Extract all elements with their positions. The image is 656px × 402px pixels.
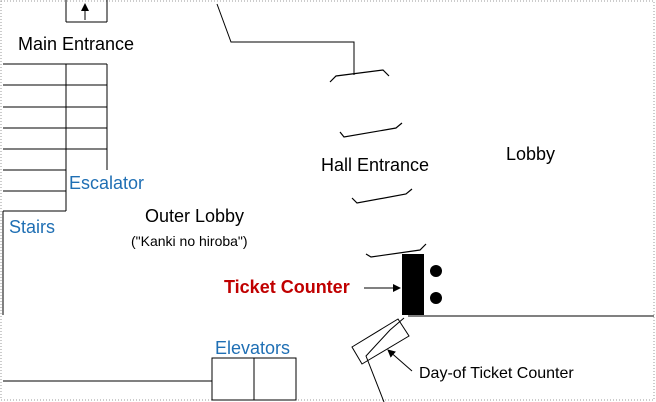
hall-entrance-doors — [329, 69, 427, 258]
ticket-counter-desk — [402, 254, 424, 315]
upper-wall — [216, 3, 355, 75]
main-entrance-label: Main Entrance — [18, 34, 135, 54]
escalator-label: Escalator — [69, 173, 145, 193]
outer-lobby-alt-label: ("Kanki no hiroba") — [131, 233, 248, 249]
counter-stool-top — [430, 265, 442, 277]
elevators-label: Elevators — [215, 338, 291, 358]
main-entrance-door — [65, 0, 108, 23]
stairs-grid — [3, 63, 108, 212]
outer-lobby-label: Outer Lobby — [145, 206, 245, 226]
lower-wall — [365, 317, 405, 402]
counter-stool-bottom — [430, 292, 442, 304]
ticket-counter-label: Ticket Counter — [224, 277, 350, 297]
day-of-ticket-counter-label: Day-of Ticket Counter — [419, 365, 574, 382]
day-of-counter-desk — [351, 318, 410, 365]
day-of-counter-arrow — [387, 349, 413, 372]
hall-entrance-label: Hall Entrance — [321, 155, 430, 175]
lobby-label: Lobby — [506, 144, 556, 164]
stairs-label: Stairs — [9, 217, 56, 237]
elevator-boxes — [211, 357, 297, 401]
